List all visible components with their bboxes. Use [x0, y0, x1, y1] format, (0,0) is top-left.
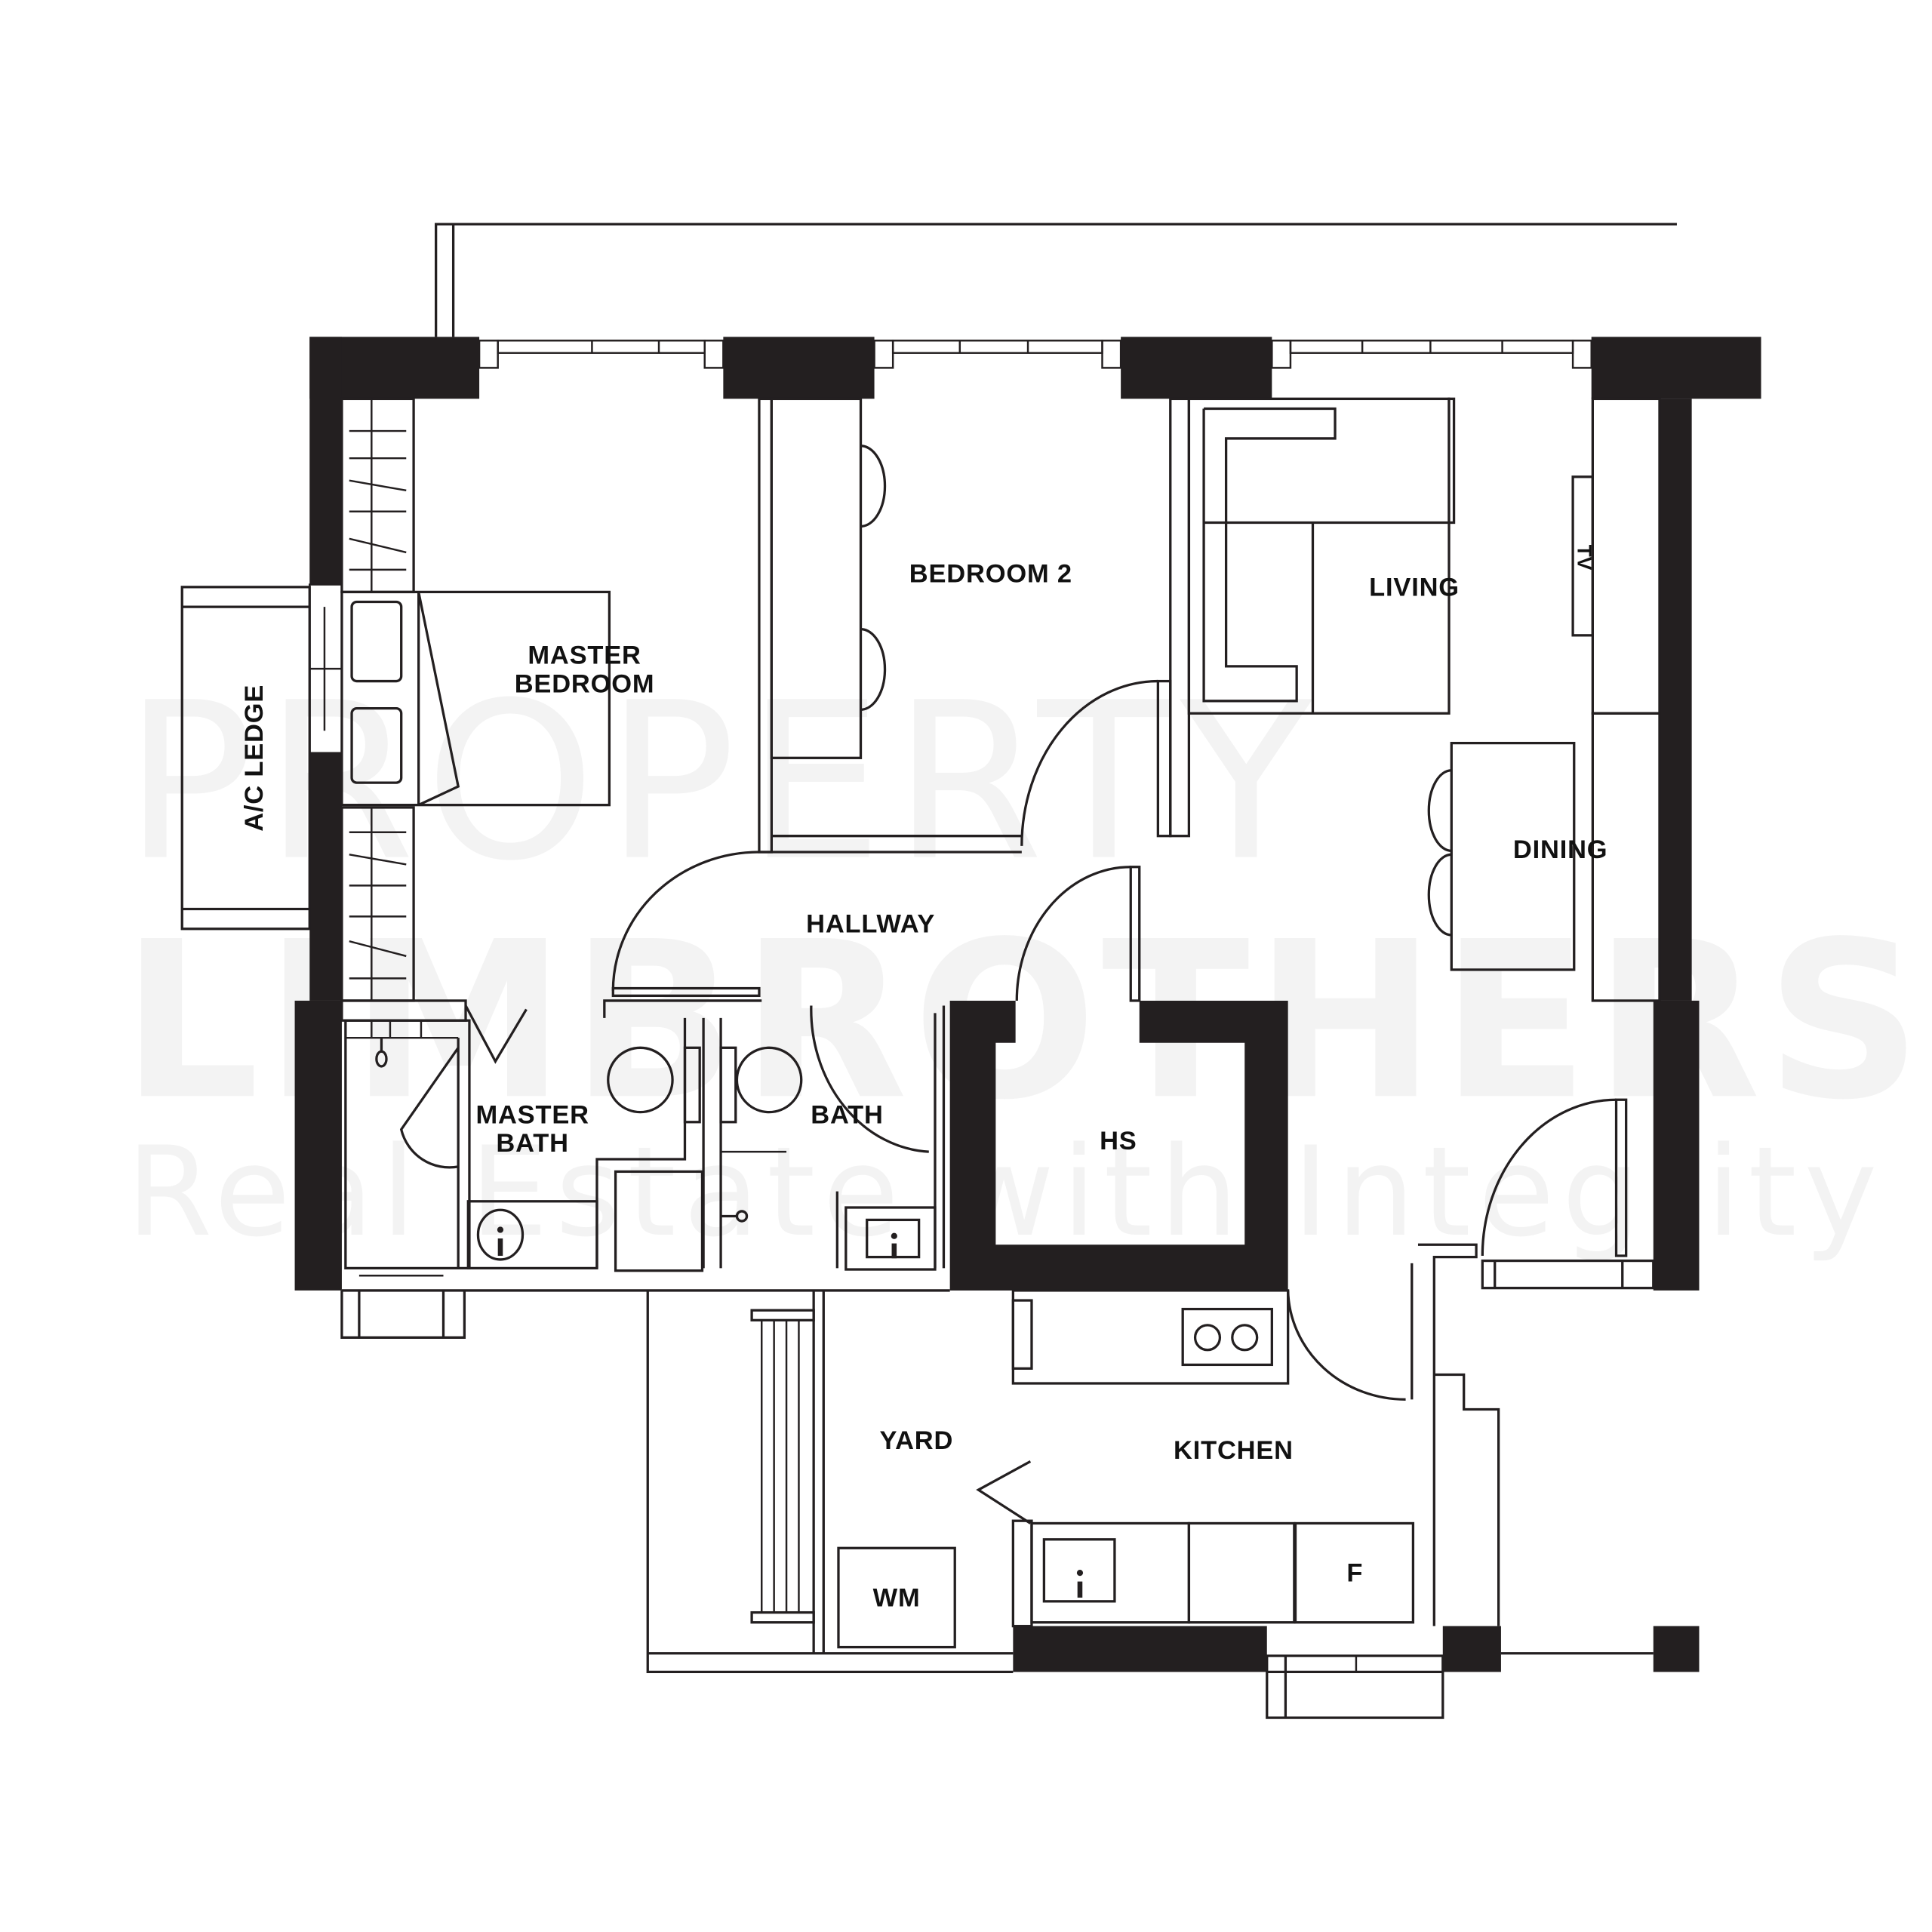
living-sofa: [1187, 397, 1456, 715]
bathroom-base: [340, 1275, 950, 1339]
room-label-dining: DINING: [1513, 835, 1608, 864]
bedroom2-door-swing: [1020, 679, 1158, 846]
room-label-master-bath-1: MASTER: [475, 1100, 589, 1129]
dining-table: [1427, 741, 1576, 971]
room-label-yard: YARD: [879, 1426, 953, 1455]
room-label-bedroom-2: BEDROOM 2: [909, 559, 1072, 588]
room-label-master-bedroom-2: BEDROOM: [515, 669, 655, 698]
room-label-master-bath-2: BATH: [496, 1129, 568, 1158]
structural-walls: [294, 337, 1761, 1672]
master-bath-fixtures: [340, 999, 704, 1272]
room-label-master-bedroom-1: MASTER: [528, 641, 641, 670]
room-label-bath: BATH: [811, 1100, 883, 1129]
fridge-label: F: [1346, 1559, 1363, 1588]
room-label-hallway: HALLWAY: [806, 910, 935, 939]
windows: [478, 340, 1592, 369]
room-label-kitchen: KITCHEN: [1174, 1436, 1294, 1465]
watermark: PROPERTY LIMBROTHERS Real Estate with In…: [122, 656, 1922, 1265]
room-label-ac-ledge: A/C LEDGE: [240, 685, 269, 832]
main-entrance-door[interactable]: [1481, 1098, 1655, 1290]
yard: WM: [646, 1290, 1032, 1674]
bath-fixtures: [603, 999, 946, 1271]
hallway-doors: [611, 851, 1141, 1002]
watermark-line3: Real Estate with Integrity: [126, 1120, 1884, 1264]
balcony-outline: [435, 223, 1677, 337]
master-bed: [340, 590, 611, 807]
room-label-hs: HS: [1100, 1127, 1137, 1155]
room-label-living: LIVING: [1369, 573, 1460, 601]
ac-ledge: A/C LEDGE: [180, 583, 343, 931]
kitchen-fixtures: F: [1011, 1243, 1654, 1719]
washing-machine-label: WM: [873, 1583, 921, 1612]
watermark-line1: PROPERTY: [124, 656, 1322, 909]
tv-console: TV: [1571, 397, 1661, 1002]
